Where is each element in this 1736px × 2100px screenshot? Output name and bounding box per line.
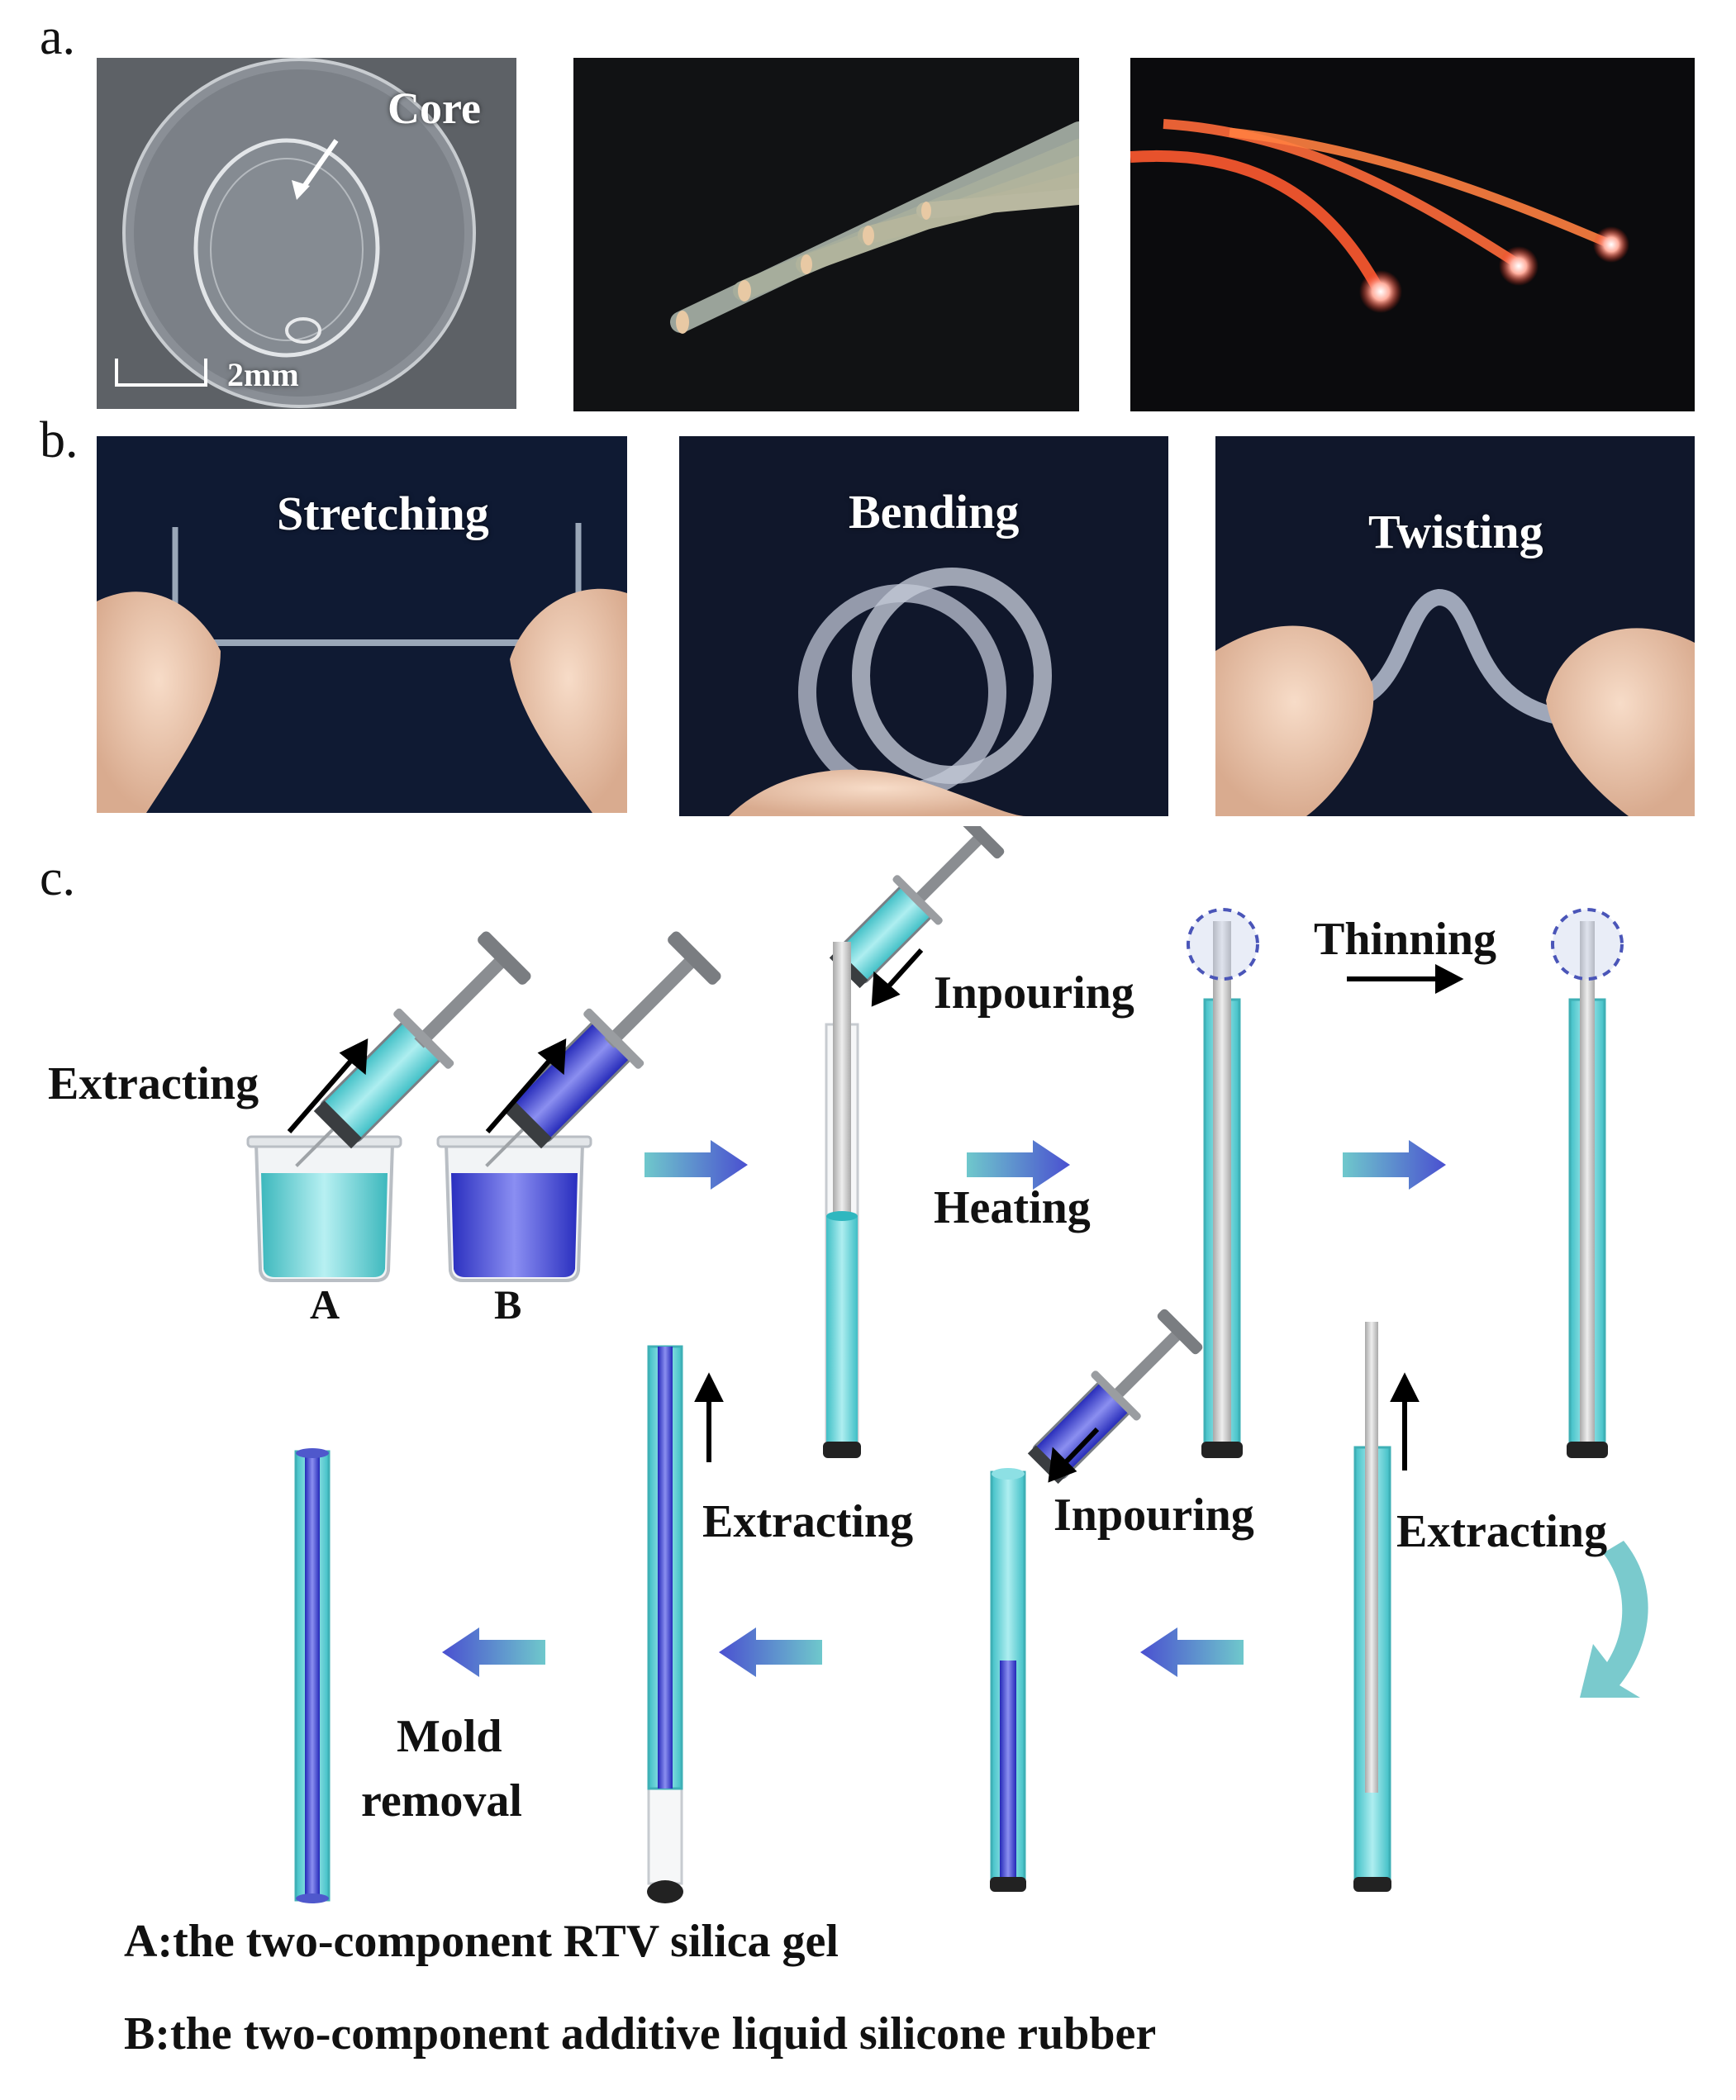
scale-bar-label: 2mm bbox=[227, 356, 299, 393]
mold-tube-4 bbox=[1353, 1322, 1391, 1892]
mold-tube-1 bbox=[823, 942, 861, 1458]
bending-photo: Bending bbox=[679, 436, 1168, 816]
step-extracting-1: Extracting bbox=[48, 1058, 259, 1109]
step-thinning: Thinning bbox=[1314, 914, 1497, 965]
scale-bar bbox=[115, 359, 207, 387]
glowing-fibers-photo bbox=[1130, 58, 1695, 411]
flow-arrows bbox=[442, 1140, 1648, 1698]
legend-a: A:the two-component RTV silica gel bbox=[124, 1916, 839, 1967]
syringe-blue-1 bbox=[485, 931, 721, 1167]
panel-c-letter: c. bbox=[40, 850, 76, 906]
core-label: Core bbox=[388, 83, 481, 133]
step-extracting-3: Extracting bbox=[1396, 1506, 1608, 1557]
fiber-cross-section-photo: Core 2mm bbox=[97, 58, 516, 409]
mold-tube-6 bbox=[647, 1345, 683, 1903]
beaker-b-label: B bbox=[494, 1281, 522, 1328]
step-mold-removal-line2: removal bbox=[361, 1775, 522, 1827]
core-pointer-arrow-icon bbox=[292, 139, 339, 200]
final-fiber bbox=[294, 1448, 331, 1903]
beaker-b bbox=[436, 1135, 592, 1282]
syringe-blue-2 bbox=[1027, 1309, 1203, 1485]
stretching-photo: Stretching bbox=[97, 436, 627, 813]
stretching-label: Stretching bbox=[277, 487, 489, 540]
beaker-a-label: A bbox=[310, 1281, 340, 1328]
mold-tube-5 bbox=[990, 1468, 1026, 1892]
step-extracting-2: Extracting bbox=[702, 1496, 914, 1547]
twisting-photo: Twisting bbox=[1215, 436, 1695, 816]
legend-b: B:the two-component additive liquid sili… bbox=[124, 2008, 1157, 2060]
step-mold-removal-line1: Mold bbox=[397, 1711, 502, 1762]
step-heating: Heating bbox=[934, 1182, 1091, 1233]
step-inpouring-1: Inpouring bbox=[934, 967, 1134, 1019]
step-inpouring-2: Inpouring bbox=[1053, 1489, 1254, 1541]
panel-b-letter: b. bbox=[40, 412, 78, 468]
syringe-cyan-1 bbox=[295, 931, 531, 1167]
beaker-a bbox=[246, 1135, 402, 1282]
fiber-rods-photo bbox=[573, 58, 1079, 411]
twisting-label: Twisting bbox=[1368, 505, 1543, 558]
fabrication-process-diagram bbox=[246, 826, 1648, 1903]
black-arrows bbox=[287, 948, 1464, 1483]
bending-label: Bending bbox=[849, 485, 1020, 539]
mold-tube-3 bbox=[1551, 908, 1624, 1458]
panel-a-letter: a. bbox=[40, 9, 76, 65]
mold-tube-2 bbox=[1187, 908, 1259, 1458]
